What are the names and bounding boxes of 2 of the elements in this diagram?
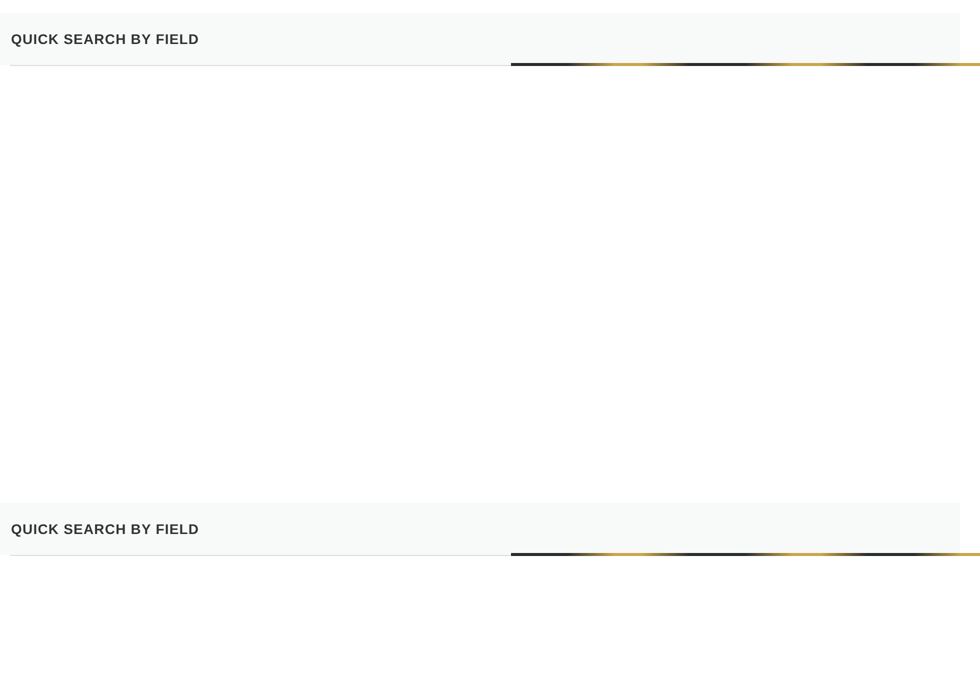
- section-heading: QUICK SEARCH BY FIELD: [11, 31, 200, 47]
- section-heading: QUICK SEARCH BY FIELD: [11, 521, 200, 537]
